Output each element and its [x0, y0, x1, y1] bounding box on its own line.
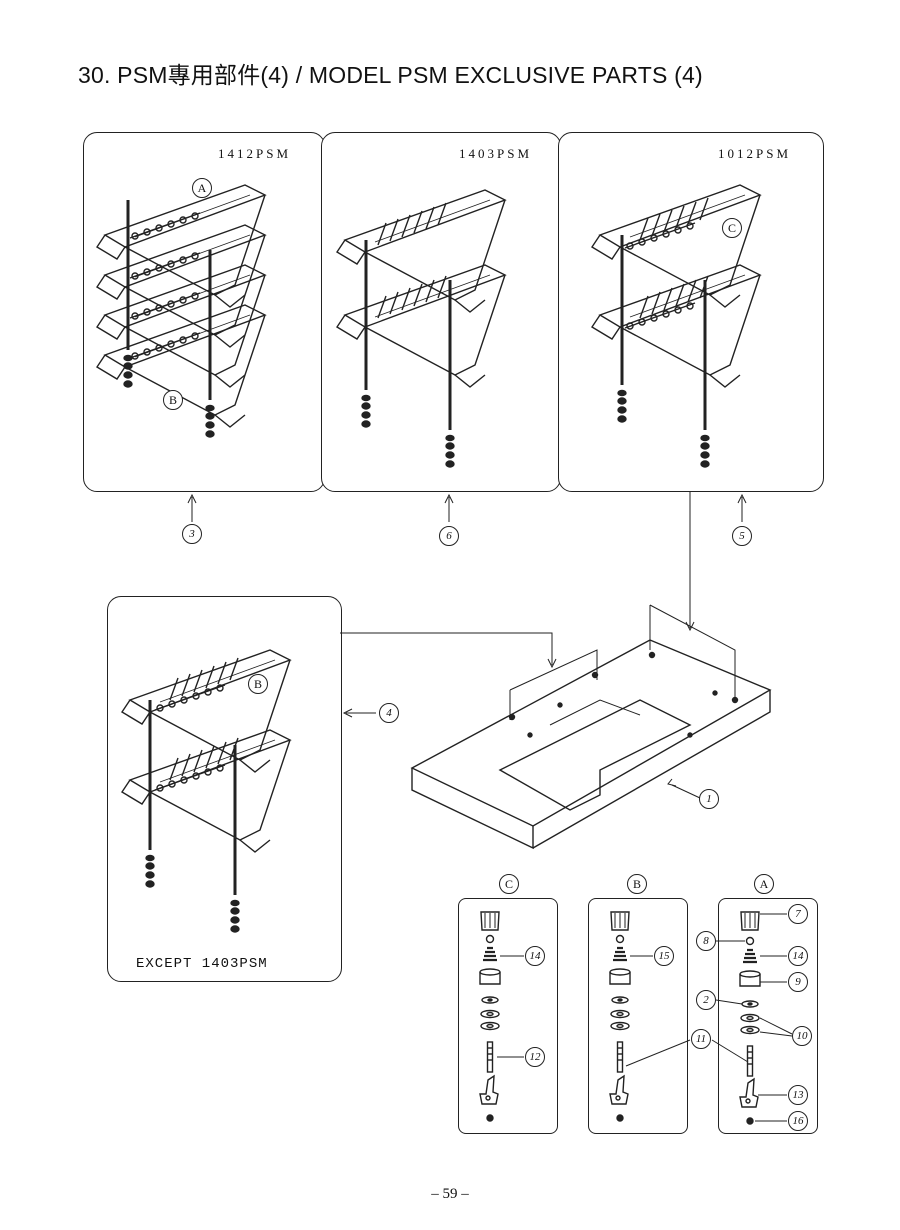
- ref-letter-b: B: [163, 390, 183, 410]
- model-label-1403psm: 1403PSM: [459, 146, 533, 161]
- callout-c-14: 14: [525, 946, 545, 966]
- ref-letter-a: A: [192, 178, 212, 198]
- panel-1012psm: [558, 132, 824, 492]
- detail-box-b: [588, 898, 688, 1134]
- detail-a-parts: [739, 911, 761, 1125]
- detail-header-a: A: [754, 874, 774, 894]
- callout-4: 4: [379, 703, 399, 723]
- detail-c-parts: [479, 911, 501, 1122]
- rack-assembly-1403psm: [336, 189, 506, 469]
- rack-assembly-except-1403psm: [121, 649, 291, 934]
- callout-5: 5: [732, 526, 752, 546]
- detail-b-parts: [609, 911, 631, 1122]
- callout-a-10: 10: [792, 1026, 812, 1046]
- callout-a-14: 14: [788, 946, 808, 966]
- callout-a-2: 2: [696, 990, 716, 1010]
- callout-11: 11: [691, 1029, 711, 1049]
- except-1403psm-label: EXCEPT 1403PSM: [136, 956, 268, 972]
- callout-a-13: 13: [788, 1085, 808, 1105]
- model-label-1012psm: 1012PSM: [718, 146, 792, 161]
- detail-box-c: [458, 898, 558, 1134]
- leader-lines: [187, 492, 747, 799]
- page-number: – 59 –: [431, 1186, 469, 1202]
- callout-6: 6: [439, 526, 459, 546]
- machine-table-plate: [410, 639, 772, 850]
- panel-1403psm: [321, 132, 561, 492]
- callout-c-12: 12: [525, 1047, 545, 1067]
- callout-a-7: 7: [788, 904, 808, 924]
- ref-letter-b-lower: B: [248, 674, 268, 694]
- detail-header-c: C: [499, 874, 519, 894]
- callout-3: 3: [182, 524, 202, 544]
- callout-b-15: 15: [654, 946, 674, 966]
- callout-1: 1: [699, 789, 719, 809]
- callout-a-16: 16: [788, 1111, 808, 1131]
- model-label-1412psm: 1412PSM: [218, 146, 292, 161]
- callout-a-8: 8: [696, 931, 716, 951]
- page-title: 30. PSM專用部件(4) / MODEL PSM EXCLUSIVE PAR…: [78, 62, 703, 88]
- detail-header-b: B: [627, 874, 647, 894]
- callout-a-9: 9: [788, 972, 808, 992]
- ref-letter-c: C: [722, 218, 742, 238]
- detail-leaders: [497, 913, 793, 1122]
